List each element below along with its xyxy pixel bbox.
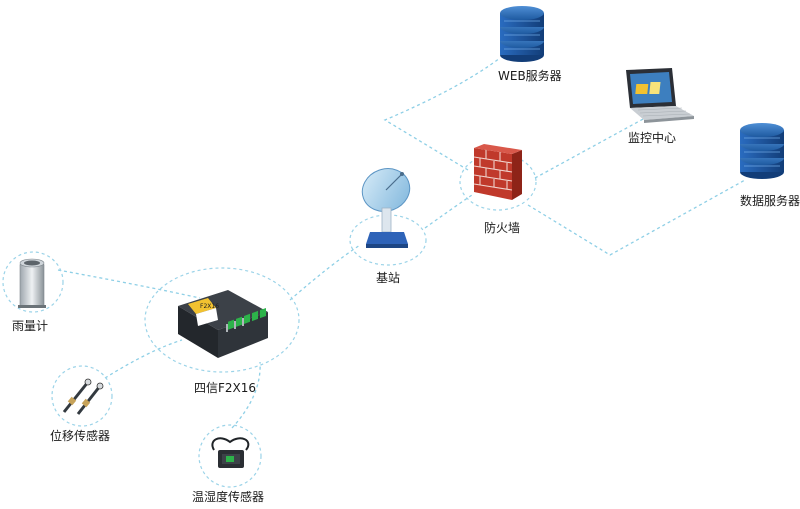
industrial-router-icon: F2X16 [178,290,268,358]
displacement-sensor-label: 位移传感器 [50,428,110,443]
firewall-label: 防火墙 [484,220,520,235]
rain-gauge-icon [18,258,46,308]
links [57,57,746,429]
link-displacement-gateway [104,339,183,379]
gateway-label: 四信F2X16 [194,381,256,395]
firewall-icon [473,144,522,200]
rain-gauge-ring [2,251,64,313]
gateway-ring [144,267,300,373]
data-server-label: 数据服务器 [740,193,800,208]
rain-gauge-label: 雨量计 [12,319,48,333]
basestation-ring [349,214,427,266]
link-gateway-basestation [289,244,361,301]
web-server-label: WEB服务器 [498,68,562,83]
link-firewall-dataserver [527,179,746,256]
link-humidity-gateway [231,361,261,429]
satellite-dish-icon [361,168,411,248]
base-station-label: 基站 [376,271,400,285]
humidity-sensor-label: 温湿度传感器 [192,489,264,504]
monitor-center-label: 监控中心 [628,130,676,145]
link-firewall-web [383,57,501,171]
router-brand-text: F2X16 [200,303,219,310]
humidity-ring [198,424,262,488]
displacement-sensor-icon [62,378,104,415]
web-server-icon [500,6,544,62]
link-rain-gauge-gateway [57,269,201,299]
link-basestation-firewall [424,194,473,229]
data-server-icon [740,123,784,179]
laptop-icon [626,68,694,123]
link-firewall-monitor [534,117,646,179]
displacement-ring [51,365,113,427]
humidity-sensor-icon [211,437,250,468]
